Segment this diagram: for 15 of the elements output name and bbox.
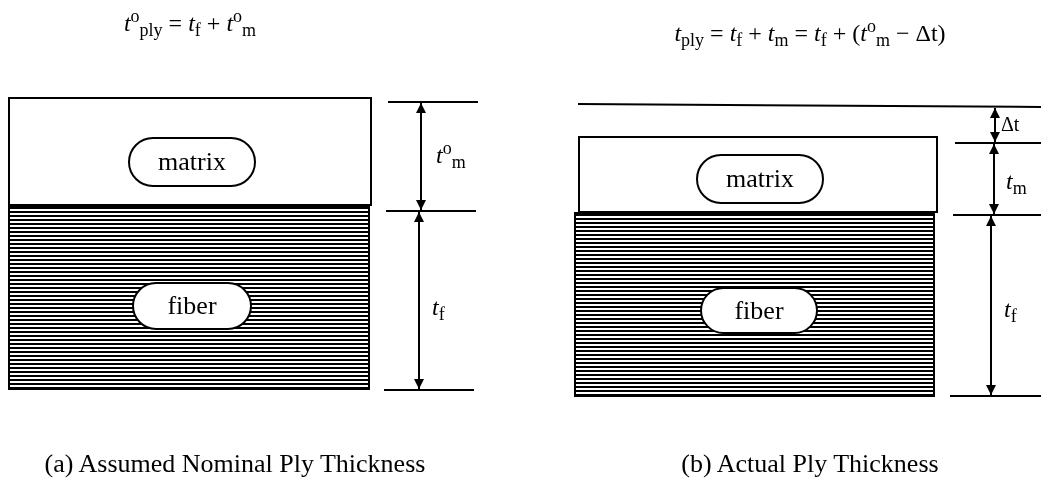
material-label: matrix <box>128 137 256 187</box>
caption: (a) Assumed Nominal Ply Thickness <box>43 448 427 480</box>
formula: t$_{ply}$ = t$_{f}$ + t$_{m}$ = t$_{f}$ + (t$^{o}$$_{m}$ − Δt) <box>673 18 947 48</box>
fiber-layer <box>574 212 935 397</box>
matrix-layer <box>8 97 372 206</box>
dimension-label: t$_{f}$ <box>1004 295 1018 324</box>
material-label: fiber <box>700 287 818 334</box>
material-label: matrix <box>696 154 824 204</box>
dimension-label: t$_{f}$ <box>432 293 446 322</box>
matrix-layer <box>578 136 938 213</box>
fiber-layer <box>8 205 370 390</box>
dimension-label: t$_{m}$ <box>1006 167 1028 196</box>
material-label: fiber <box>132 282 252 330</box>
dimension-label: Δt <box>1001 112 1021 137</box>
caption: (b) Actual Ply Thickness <box>680 448 940 480</box>
